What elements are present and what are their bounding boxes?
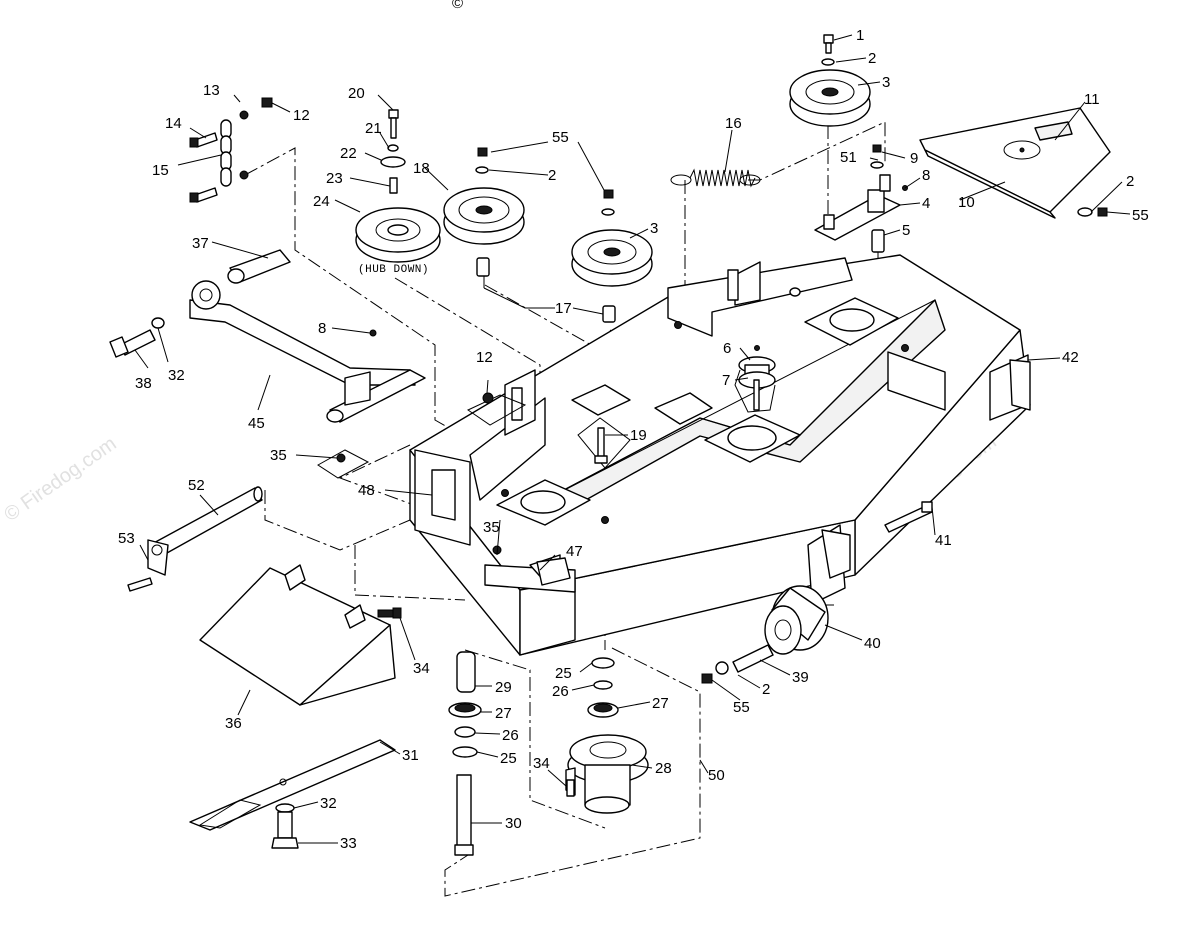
callout-1: 1 bbox=[856, 27, 864, 44]
callout-14: 14 bbox=[165, 115, 182, 132]
callout-38: 38 bbox=[135, 375, 152, 392]
spring-16 bbox=[670, 168, 761, 188]
callout-labels: 1 2 3 11 16 55 20 13 12 14 15 21 22 23 2… bbox=[118, 27, 1149, 852]
callout-31: 31 bbox=[402, 747, 419, 764]
callout-32: 32 bbox=[168, 367, 185, 384]
callout-34: 34 bbox=[533, 755, 550, 772]
callout-28: 28 bbox=[655, 760, 672, 777]
callout-39: 39 bbox=[792, 669, 809, 686]
callout-55: 55 bbox=[733, 699, 750, 716]
callout-24: 24 bbox=[313, 193, 330, 210]
callout-12: 12 bbox=[293, 107, 310, 124]
idler-plate-1 bbox=[571, 384, 631, 416]
callout-53: 53 bbox=[118, 530, 135, 547]
callout-21: 21 bbox=[365, 120, 382, 137]
callout-48: 48 bbox=[358, 482, 375, 499]
callout-19: 19 bbox=[630, 427, 647, 444]
callout-22: 22 bbox=[340, 145, 357, 162]
callout-55: 55 bbox=[552, 129, 569, 146]
pulley-3-right bbox=[789, 69, 871, 127]
pulley-3-center bbox=[571, 229, 653, 287]
callout-17: 17 bbox=[555, 300, 572, 317]
callout-12: 12 bbox=[476, 349, 493, 366]
callout-36: 36 bbox=[225, 715, 242, 732]
baffle-36 bbox=[199, 564, 402, 706]
mower-deck-shell bbox=[409, 254, 1031, 656]
pulley-24 bbox=[355, 207, 441, 263]
gauge-wheel-40 bbox=[701, 501, 933, 684]
callout-50: 50 bbox=[708, 767, 725, 784]
callout-4: 4 bbox=[922, 195, 930, 212]
callout-25: 25 bbox=[555, 665, 572, 682]
callout-27: 27 bbox=[652, 695, 669, 712]
callout-51: 51 bbox=[840, 149, 857, 166]
callout-2: 2 bbox=[1126, 173, 1134, 190]
callout-6: 6 bbox=[723, 340, 731, 357]
callout-2: 2 bbox=[868, 50, 876, 67]
idler-plate-2 bbox=[654, 392, 713, 425]
callout-29: 29 bbox=[495, 679, 512, 696]
spindle-mount-right bbox=[804, 297, 899, 346]
callout-55: 55 bbox=[1132, 207, 1149, 224]
blade-31 bbox=[189, 739, 396, 831]
callout-3: 3 bbox=[650, 220, 658, 237]
callout-2: 2 bbox=[548, 167, 556, 184]
pulley-18 bbox=[443, 187, 525, 245]
callout-42: 42 bbox=[1062, 349, 1079, 366]
spindle-parts-right bbox=[565, 657, 649, 814]
callout-20: 20 bbox=[348, 85, 365, 102]
callout-37: 37 bbox=[192, 235, 209, 252]
spindle-mount-center bbox=[704, 414, 801, 463]
callout-8: 8 bbox=[318, 320, 326, 337]
hub-down-note: (HUB DOWN) bbox=[358, 264, 429, 276]
callout-11: 11 bbox=[1084, 91, 1100, 108]
callout-35: 35 bbox=[270, 447, 287, 464]
copyright-mark: © bbox=[452, 0, 463, 12]
callout-2: 2 bbox=[762, 681, 770, 698]
callout-13: 13 bbox=[203, 82, 220, 99]
callout-41: 41 bbox=[935, 532, 952, 549]
callout-40: 40 bbox=[864, 635, 881, 652]
chain-15 bbox=[189, 97, 273, 203]
callout-45: 45 bbox=[248, 415, 265, 432]
callout-32: 32 bbox=[320, 795, 337, 812]
callout-3: 3 bbox=[882, 74, 890, 91]
callout-9: 9 bbox=[910, 150, 918, 167]
callout-5: 5 bbox=[902, 222, 910, 239]
callout-18: 18 bbox=[413, 160, 430, 177]
callout-30: 30 bbox=[505, 815, 522, 832]
callout-27: 27 bbox=[495, 705, 512, 722]
callout-25: 25 bbox=[500, 750, 517, 767]
rod-52 bbox=[127, 486, 263, 592]
callout-16: 16 bbox=[725, 115, 742, 132]
hardware-small-parts bbox=[317, 34, 908, 586]
callout-33: 33 bbox=[340, 835, 357, 852]
callout-35: 35 bbox=[483, 519, 500, 536]
spindle-parts-left bbox=[448, 651, 482, 856]
callout-7: 7 bbox=[722, 372, 730, 389]
belt-cover-10 bbox=[919, 107, 1111, 219]
callout-26: 26 bbox=[502, 727, 519, 744]
watermark-left: © Firedog.com bbox=[0, 433, 120, 526]
spindle-mount-left bbox=[496, 479, 591, 526]
callout-15: 15 bbox=[152, 162, 169, 179]
callout-52: 52 bbox=[188, 477, 205, 494]
leader-lines bbox=[134, 34, 1131, 844]
callout-23: 23 bbox=[326, 170, 343, 187]
callout-10: 10 bbox=[958, 194, 975, 211]
callout-47: 47 bbox=[566, 543, 583, 560]
callout-26: 26 bbox=[552, 683, 569, 700]
callout-8: 8 bbox=[922, 167, 930, 184]
blade-bolt-33 bbox=[271, 803, 299, 849]
callout-34: 34 bbox=[413, 660, 430, 677]
